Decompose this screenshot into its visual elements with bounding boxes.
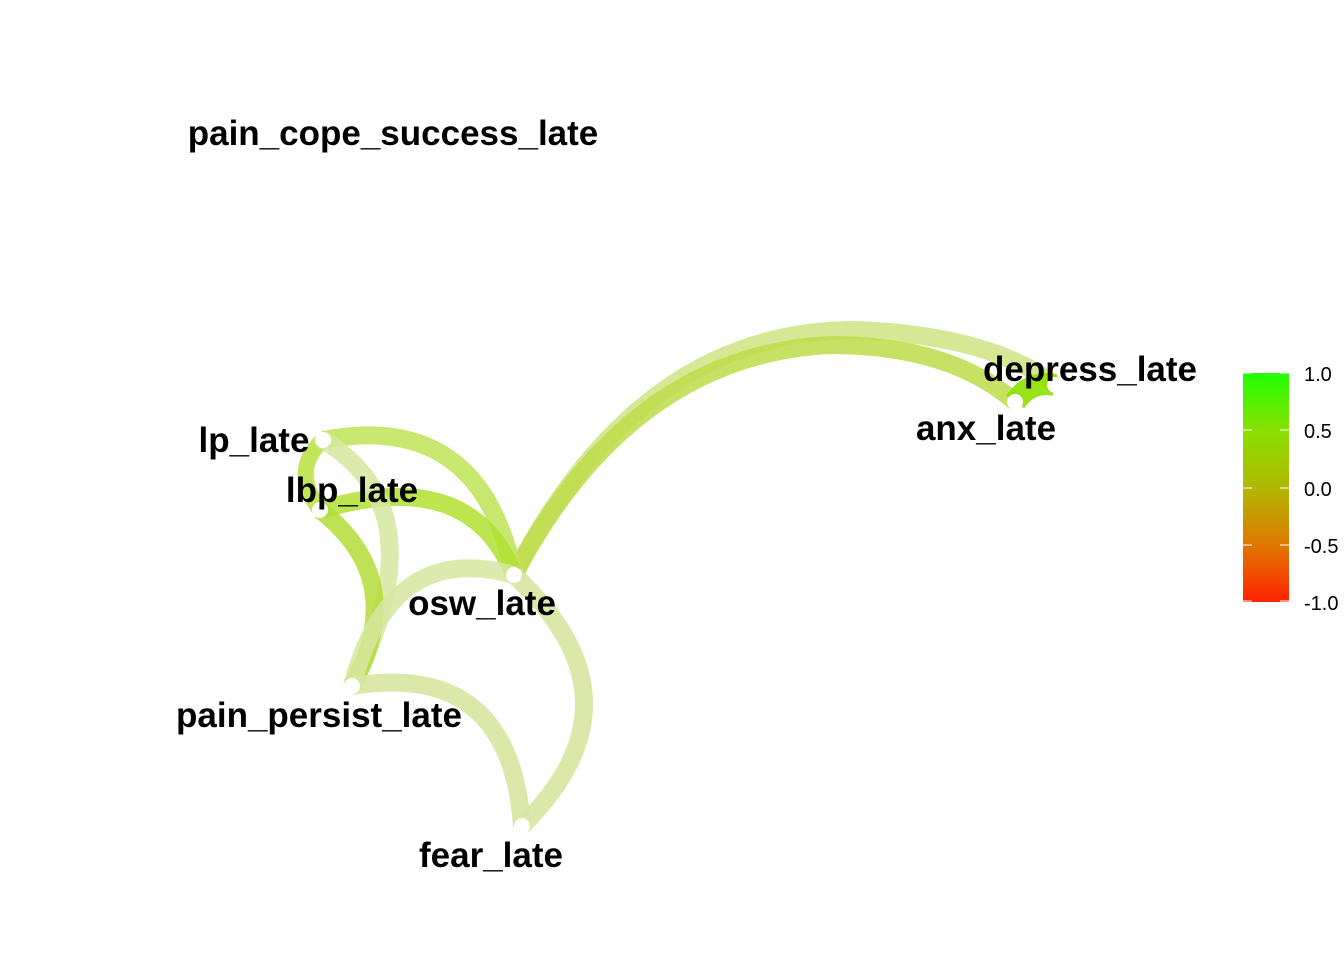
label-pain-cope-success-late: pain_cope_success_late	[188, 114, 599, 153]
legend-tick-label: 1.0	[1304, 364, 1332, 386]
label-lp-late: lp_late	[199, 421, 310, 460]
legend-tick-label: 0.0	[1304, 479, 1332, 501]
node-depress-late[interactable]	[1047, 377, 1063, 393]
color-legend: 1.0 0.5 0.0 -0.5 -1.0	[1243, 364, 1338, 615]
label-fear-late: fear_late	[419, 836, 563, 875]
node-fear-late[interactable]	[514, 818, 530, 834]
label-osw-late: osw_late	[408, 584, 556, 623]
edge-pain-persist-fear	[350, 673, 531, 827]
label-anx-late: anx_late	[916, 409, 1056, 448]
edge-osw-fear	[507, 568, 594, 833]
legend-tick-label: -1.0	[1304, 593, 1338, 615]
edge-lp-osw	[321, 426, 523, 577]
edges	[297, 320, 1061, 833]
node-pain-persist-late[interactable]	[344, 678, 360, 694]
node-anx-late[interactable]	[1007, 394, 1023, 410]
node-lbp-late[interactable]	[312, 502, 328, 518]
edge-lbp-osw	[317, 488, 523, 579]
label-lbp-late: lbp_late	[286, 471, 418, 510]
edge-osw-anx	[506, 335, 1021, 580]
label-depress-late: depress_late	[983, 350, 1197, 389]
edge-osw-pain-persist	[343, 559, 517, 689]
node-lp-late[interactable]	[315, 432, 331, 448]
node-labels: pain_cope_success_late depress_late anx_…	[176, 114, 1197, 875]
nodes	[312, 377, 1063, 834]
edge-lp-lbp	[297, 434, 329, 515]
label-pain-persist-late: pain_persist_late	[176, 696, 462, 735]
node-osw-late[interactable]	[506, 567, 522, 583]
legend-tick-label: 0.5	[1304, 421, 1332, 443]
legend-tick-label: -0.5	[1304, 536, 1338, 558]
